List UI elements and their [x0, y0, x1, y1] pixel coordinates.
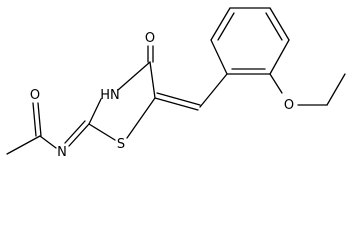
bond-ch2-ch3	[326, 73, 346, 106]
bond-ar-1	[210, 39, 228, 75]
ethoxy-group	[269, 73, 346, 106]
ketone-group	[147, 45, 154, 63]
bond-ar-inner-2	[265, 12, 283, 41]
bond-ar-5	[269, 39, 290, 75]
bond-ar-o	[269, 73, 283, 94]
bond-c-ch3	[6, 135, 41, 155]
bond-c2-s1	[88, 123, 116, 141]
bond-c-o-1	[37, 102, 42, 137]
bond-ch-ar	[199, 73, 228, 108]
atom-label-ether-o: O	[284, 98, 294, 113]
bond-s1-c5	[126, 97, 156, 139]
bond-c5-ch-1	[154, 97, 199, 111]
bond-n3-c2	[88, 98, 102, 125]
bond-ar-4	[269, 7, 290, 41]
atom-label-ketone-o: O	[145, 31, 155, 46]
bond-c5-ch-2	[156, 92, 201, 106]
bond-ar-2	[210, 7, 231, 41]
exocyclic-double-bond	[154, 73, 228, 111]
atom-label-imine-n: N	[57, 145, 67, 160]
benzene-ring	[210, 7, 290, 75]
atom-label-acetyl-o: O	[30, 88, 40, 103]
bond-c2-n-2	[64, 120, 86, 144]
thiazolidinone-ring	[88, 61, 156, 141]
bond-n-c	[39, 135, 57, 149]
bond-ar-inner-1	[217, 12, 235, 41]
bond-c4-c5	[149, 61, 156, 99]
atom-label-ring-s: S	[117, 137, 125, 152]
chemical-structure-diagram: O HN S N O O	[6, 7, 346, 160]
acetylimino-group	[6, 102, 90, 155]
bond-c4-n3	[117, 61, 151, 91]
bond-c-o-2	[32, 102, 37, 137]
atom-label-nh: HN	[100, 88, 120, 103]
bond-c2-n-1	[68, 123, 90, 147]
